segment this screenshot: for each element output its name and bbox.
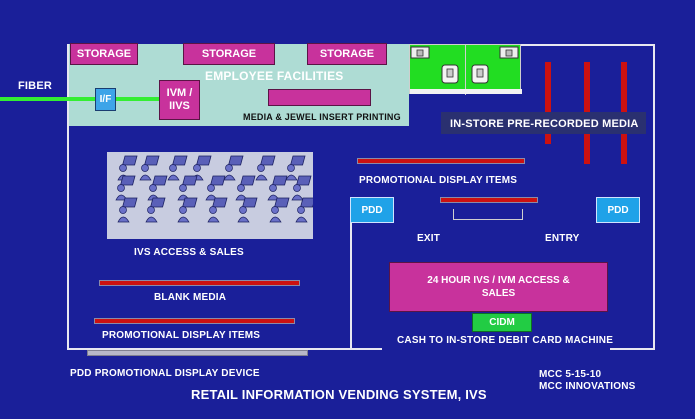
sink-icon bbox=[441, 64, 459, 84]
ivm-iivs-box: IVM / IIVS bbox=[159, 80, 200, 120]
promo-display-bottom-label: PROMOTIONAL DISPLAY ITEMS bbox=[102, 330, 261, 341]
blank-media-label: BLANK MEDIA bbox=[154, 292, 227, 303]
person-at-computer-icon bbox=[237, 197, 258, 223]
person-at-computer-icon bbox=[191, 155, 212, 181]
pdd-right-label: PDD bbox=[607, 204, 629, 216]
counter-outline bbox=[453, 209, 523, 220]
wall-left bbox=[67, 44, 69, 350]
wall-bottom-right bbox=[610, 348, 655, 350]
person-at-computer-icon bbox=[139, 155, 160, 181]
storage-label-2: STORAGE bbox=[201, 48, 257, 60]
storage-label-3: STORAGE bbox=[319, 48, 375, 60]
storage-room-1: STORAGE bbox=[70, 43, 138, 65]
cash-debit-label: CASH TO IN-STORE DEBIT CARD MACHINE bbox=[397, 335, 614, 346]
person-at-computer-icon bbox=[267, 175, 288, 201]
fiber-line bbox=[0, 97, 95, 101]
person-at-computer-icon bbox=[291, 175, 312, 201]
person-at-computer-icon bbox=[177, 197, 198, 223]
hour24-ivs-box: 24 HOUR IVS / IVM ACCESS & SALES bbox=[389, 262, 608, 312]
interface-label: I/F bbox=[99, 94, 112, 105]
person-at-computer-icon bbox=[255, 155, 276, 181]
promo-display-bar-top bbox=[357, 158, 525, 164]
pdd-device-bottom bbox=[87, 350, 308, 356]
person-at-computer-icon bbox=[145, 197, 166, 223]
counter-bar bbox=[440, 197, 538, 203]
person-at-computer-icon bbox=[295, 197, 313, 223]
ivm-iivs-label: IVM / IIVS bbox=[166, 87, 193, 112]
person-at-computer-icon bbox=[147, 175, 168, 201]
promo-display-bar-bottom bbox=[94, 318, 295, 324]
person-at-computer-icon bbox=[223, 155, 244, 181]
pdd-left-label: PDD bbox=[361, 204, 383, 216]
pdd-legend-label: PDD PROMOTIONAL DISPLAY DEVICE bbox=[70, 368, 260, 379]
restroom-bottom-strip bbox=[410, 89, 522, 94]
pdd-left: PDD bbox=[350, 197, 394, 223]
wall-bottom-left bbox=[67, 348, 364, 350]
blank-media-bar bbox=[99, 280, 300, 286]
toilet-icon bbox=[410, 46, 430, 59]
storage-label-1: STORAGE bbox=[76, 48, 132, 60]
storage-room-2: STORAGE bbox=[183, 43, 275, 65]
cidm-box: CIDM bbox=[472, 313, 532, 332]
media-jewel-label: MEDIA & JEWEL INSERT PRINTING bbox=[243, 112, 401, 122]
entry-partition bbox=[350, 222, 352, 350]
entry-label: ENTRY bbox=[545, 233, 580, 244]
person-at-computer-icon bbox=[177, 175, 198, 201]
person-at-computer-icon bbox=[167, 155, 188, 181]
in-store-media-banner bbox=[441, 112, 646, 134]
toilet-icon bbox=[499, 46, 519, 59]
in-store-media-label: IN-STORE PRE-RECORDED MEDIA bbox=[450, 118, 639, 130]
person-at-computer-icon bbox=[117, 197, 138, 223]
fiber-line-inner bbox=[115, 97, 159, 101]
person-at-computer-icon bbox=[205, 175, 226, 201]
pdd-right: PDD bbox=[596, 197, 640, 223]
person-at-computer-icon bbox=[235, 175, 256, 201]
person-at-computer-icon bbox=[269, 197, 290, 223]
person-at-computer-icon bbox=[285, 155, 306, 181]
media-printing-bar bbox=[268, 89, 371, 106]
fiber-label: FIBER bbox=[18, 80, 52, 92]
entry-bottom-wall bbox=[364, 348, 382, 350]
diagram-title: RETAIL INFORMATION VENDING SYSTEM, IVS bbox=[191, 387, 487, 402]
restroom-divider bbox=[465, 45, 466, 95]
media-shelf-1 bbox=[545, 62, 551, 144]
wall-right bbox=[653, 44, 655, 350]
mcc-innovations-label: MCC INNOVATIONS bbox=[539, 381, 636, 392]
storage-room-3: STORAGE bbox=[307, 43, 387, 65]
employee-facilities-label: EMPLOYEE FACILITIES bbox=[205, 69, 344, 83]
promo-display-top-label: PROMOTIONAL DISPLAY ITEMS bbox=[359, 175, 518, 186]
restroom-area bbox=[409, 44, 522, 95]
ivs-access-sales-label: IVS ACCESS & SALES bbox=[134, 247, 244, 258]
cidm-label: CIDM bbox=[489, 317, 515, 328]
exit-label: EXIT bbox=[417, 233, 441, 244]
person-at-computer-icon bbox=[207, 197, 228, 223]
sink-icon bbox=[471, 64, 489, 84]
person-at-computer-icon bbox=[115, 175, 136, 201]
hour24-label: 24 HOUR IVS / IVM ACCESS & SALES bbox=[427, 275, 570, 299]
ivs-workstations bbox=[115, 155, 313, 223]
interface-box: I/F bbox=[95, 88, 116, 111]
mcc-date-label: MCC 5-15-10 bbox=[539, 369, 602, 380]
